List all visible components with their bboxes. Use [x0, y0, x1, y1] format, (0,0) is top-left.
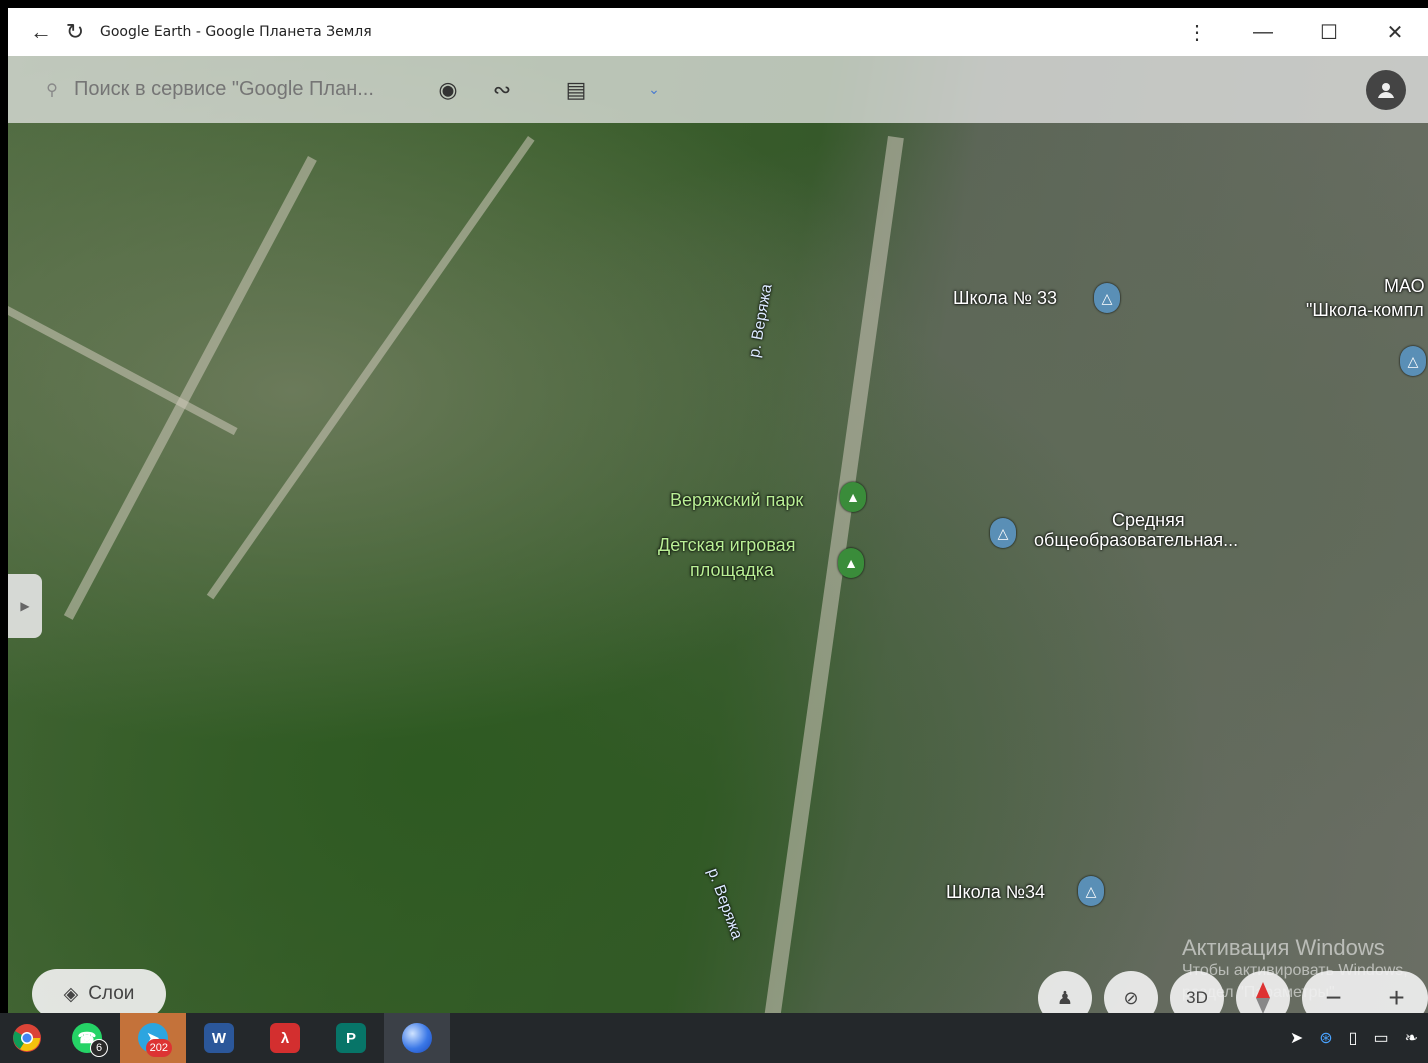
pegman-icon[interactable]: ♟: [1038, 971, 1092, 1013]
taskbar-word[interactable]: W: [186, 1013, 252, 1063]
road: [762, 136, 904, 1013]
acrobat-icon: λ: [270, 1023, 300, 1053]
river-veryazha-label-2: р. Веряжа: [704, 866, 746, 942]
reload-icon[interactable]: ↻: [65, 19, 85, 44]
battery-icon[interactable]: ▭: [1373, 1030, 1389, 1047]
zoom-in-button[interactable]: +: [1388, 982, 1405, 1013]
taskbar-publisher[interactable]: P: [318, 1013, 384, 1063]
more-menu-icon[interactable]: ⋮: [1187, 21, 1207, 44]
window-controls: ⋮ — ☐ ✕: [1164, 8, 1428, 56]
school-33-label[interactable]: Школа № 33: [953, 288, 1058, 308]
road: [63, 156, 317, 620]
taskbar-whatsapp[interactable]: ☎ 6: [54, 1013, 120, 1063]
path-icon[interactable]: ∾: [492, 76, 512, 102]
taskbar-telegram[interactable]: ➤ 202: [120, 1013, 186, 1063]
taskbar-google-earth[interactable]: [384, 1013, 450, 1063]
bluetooth-icon[interactable]: ⊛: [1319, 1030, 1333, 1047]
telegram-tray-icon[interactable]: ➤: [1289, 1030, 1304, 1047]
road: [206, 136, 535, 600]
recenter-icon[interactable]: ⊘: [1104, 971, 1158, 1013]
satellite-map[interactable]: ⚲ ◉ ∾ ▤ ⌄ Школа № 33 △ МАО "Школа-компл …: [8, 56, 1428, 1013]
layers-button[interactable]: ◈ Слои: [32, 969, 166, 1013]
close-button[interactable]: ✕: [1386, 21, 1404, 44]
veryazhsky-park-label[interactable]: Веряжский парк: [670, 490, 804, 510]
maximize-button[interactable]: ☐: [1320, 21, 1338, 44]
chrome-icon: [13, 1024, 41, 1052]
placemark-icon[interactable]: ◉: [438, 76, 458, 102]
mao-label[interactable]: МАО: [1384, 276, 1425, 296]
zoom-control: − +: [1302, 971, 1428, 1013]
window-title: Google Earth - Google Планета Земля: [100, 24, 372, 40]
google-earth-window: ← ↻ Google Earth - Google Планета Земля …: [8, 8, 1428, 1013]
side-panel-toggle[interactable]: ▶: [8, 574, 42, 638]
school-34-label[interactable]: Школа №34: [946, 882, 1046, 902]
park-pin-icon[interactable]: ▲: [838, 548, 864, 578]
map-toolbar: ⚲ ◉ ∾ ▤ ⌄: [8, 56, 1428, 123]
telegram-badge: 202: [145, 1039, 172, 1057]
search-icon: ⚲: [46, 81, 58, 99]
google-earth-icon: [402, 1023, 432, 1053]
whatsapp-icon: ☎: [72, 1023, 102, 1053]
watermark-line1: Активация Windows: [1182, 935, 1385, 960]
system-tray: ➤ ⊛ ▯ ▭ ❧: [1290, 1013, 1418, 1063]
ruler-icon[interactable]: ▤: [565, 76, 587, 102]
title-bar: ← ↻ Google Earth - Google Планета Земля …: [8, 8, 1428, 56]
account-avatar-icon[interactable]: [1366, 70, 1406, 110]
word-icon: W: [204, 1023, 234, 1053]
layers-icon: ◈: [63, 983, 79, 1005]
publisher-icon: P: [336, 1023, 366, 1053]
river-veryazha-label: р. Веряжа: [746, 282, 776, 359]
school-pin-icon[interactable]: △: [990, 518, 1016, 548]
playground-label-line1[interactable]: Детская игровая: [658, 535, 796, 555]
compass-icon[interactable]: [1236, 971, 1290, 1013]
whatsapp-badge: 6: [90, 1039, 108, 1057]
playground-label-line2[interactable]: площадка: [690, 560, 775, 580]
school-pin-icon[interactable]: △: [1078, 876, 1104, 906]
minimize-button[interactable]: —: [1253, 20, 1273, 43]
zoom-out-button[interactable]: −: [1325, 982, 1342, 1013]
view-3d-button[interactable]: 3D: [1170, 971, 1224, 1013]
layers-label: Слои: [88, 983, 135, 1004]
school-pin-icon[interactable]: △: [1094, 283, 1120, 313]
search-input[interactable]: [74, 78, 414, 101]
wifi-icon[interactable]: ❧: [1404, 1030, 1418, 1047]
windows-taskbar: ☎ 6 ➤ 202 W λ P ➤ ⊛ ▯ ▭ ❧: [0, 1013, 1428, 1063]
mao-school-label[interactable]: "Школа-компл: [1306, 300, 1424, 320]
taskbar-acrobat[interactable]: λ: [252, 1013, 318, 1063]
park-pin-icon[interactable]: ▲: [840, 482, 866, 512]
taskbar-chrome[interactable]: [0, 1013, 54, 1063]
middle-school-label-line2[interactable]: общеобразовательная...: [1034, 530, 1239, 550]
middle-school-label-line1[interactable]: Средняя: [1112, 510, 1185, 530]
chevron-down-icon[interactable]: ⌄: [648, 81, 660, 97]
back-icon[interactable]: ←: [30, 19, 52, 44]
usb-drive-icon[interactable]: ▯: [1348, 1030, 1358, 1047]
school-pin-icon[interactable]: △: [1400, 346, 1426, 376]
